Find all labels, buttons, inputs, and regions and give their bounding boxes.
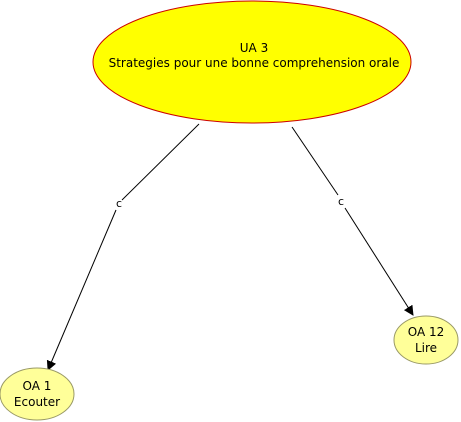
node-ua3-subtitle: Strategies pour une bonne comprehension … bbox=[109, 56, 400, 70]
node-ua3-title: UA 3 bbox=[240, 41, 268, 55]
node-oa12-subtitle: Lire bbox=[415, 341, 437, 355]
edge-main-to-oa1: c bbox=[46, 123, 200, 371]
edge-label: c bbox=[116, 197, 122, 210]
node-oa1-subtitle: Ecouter bbox=[14, 395, 60, 409]
node-ua3[interactable]: UA 3 Strategies pour une bonne comprehen… bbox=[92, 0, 412, 124]
node-ua3-shape bbox=[92, 0, 412, 124]
edge-line-lower bbox=[344, 207, 414, 316]
edge-line-upper bbox=[121, 123, 200, 201]
node-oa12[interactable]: OA 12 Lire bbox=[393, 315, 459, 365]
node-oa1-title: OA 1 bbox=[23, 379, 52, 393]
edge-label: c bbox=[338, 195, 344, 208]
edge-line-lower bbox=[46, 209, 117, 371]
node-oa1-shape bbox=[0, 367, 75, 421]
node-oa1[interactable]: OA 1 Ecouter bbox=[0, 367, 75, 421]
edge-line-upper bbox=[291, 126, 339, 196]
edge-main-to-oa12: c bbox=[291, 126, 414, 316]
node-oa12-shape bbox=[393, 315, 459, 365]
node-oa12-title: OA 12 bbox=[408, 325, 445, 339]
